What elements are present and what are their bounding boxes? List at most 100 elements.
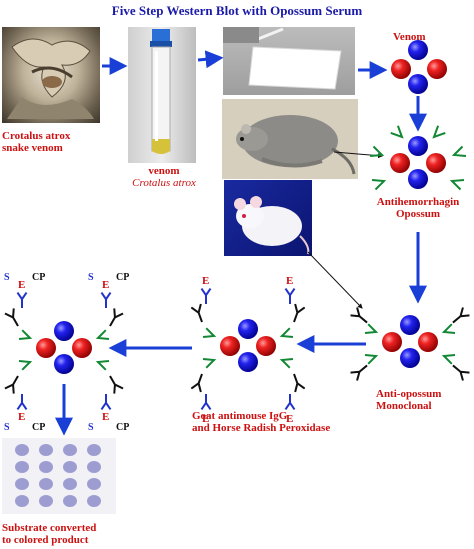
mouse-illustration — [234, 196, 310, 255]
enzyme-label: E — [102, 279, 109, 291]
black-antibody — [452, 307, 470, 324]
green-antibody — [432, 125, 446, 139]
blot-result-photo — [2, 438, 116, 514]
antihemorrhagin-label-line2: Opossum — [395, 208, 441, 220]
blot-dot — [39, 461, 53, 473]
black-antibody — [293, 373, 306, 393]
snake-venom-label: Crotalus atrox snake venom — [2, 130, 70, 154]
blot-dot — [63, 444, 77, 456]
red-sphere — [426, 153, 446, 173]
green-antibody — [95, 329, 110, 340]
blue-sphere — [238, 352, 258, 372]
enzyme-label: E — [202, 413, 209, 425]
black-antibody — [293, 303, 306, 323]
blue-sphere — [54, 354, 74, 374]
green-antibody — [95, 360, 110, 371]
green-antibody — [18, 360, 33, 371]
colored-product-label: CP — [32, 272, 45, 283]
green-antibody — [202, 358, 217, 369]
colored-product-label: CP — [32, 422, 45, 433]
antiopossum-cluster — [350, 307, 470, 381]
green-antibody — [364, 323, 379, 334]
blue-antibody — [200, 394, 212, 410]
green-antibody — [441, 323, 456, 334]
antihemorrhagin-cluster — [369, 125, 467, 191]
red-sphere — [36, 338, 56, 358]
blue-sphere — [408, 40, 428, 60]
red-sphere — [391, 59, 411, 79]
substrate-label: S — [4, 272, 10, 283]
blot-dot — [87, 478, 101, 490]
blue-sphere — [408, 169, 428, 189]
tube-label-line2: Crotalus atrox — [132, 177, 196, 189]
red-sphere — [382, 332, 402, 352]
antiopossum-label-line1: Anti-opossum — [376, 388, 442, 400]
blue-sphere — [400, 315, 420, 335]
green-antibody — [18, 329, 33, 340]
green-antibody — [279, 358, 294, 369]
blue-antibody — [16, 292, 28, 308]
black-antibody — [190, 373, 203, 393]
antihemorrhagin-label: Antihemorrhagin Opossum — [370, 196, 466, 220]
goat-label-line2: and Horse Radish Peroxidase — [192, 422, 331, 434]
red-sphere — [418, 332, 438, 352]
venom-label: Venom — [393, 31, 426, 43]
green-antibody — [364, 354, 379, 365]
black-antibody — [4, 375, 19, 394]
enzyme-label: E — [202, 275, 209, 287]
colored-product-label: CP — [116, 422, 129, 433]
antihemorrhagin-label-line1: Antihemorrhagin — [376, 196, 460, 208]
blot-dot — [15, 495, 29, 507]
colored-product-label: CP — [116, 272, 129, 283]
opossum-photo — [222, 99, 358, 179]
blue-antibody — [200, 288, 212, 304]
substrate-label: Substrate converted to colored product — [2, 522, 96, 546]
blue-sphere — [408, 136, 428, 156]
blue-sphere — [238, 319, 258, 339]
green-antibody — [390, 125, 404, 139]
blot-dot — [87, 461, 101, 473]
enzyme-label: E — [286, 413, 293, 425]
red-sphere — [220, 336, 240, 356]
blot-dot — [15, 444, 29, 456]
blot-dot — [39, 495, 53, 507]
black-antibody — [109, 375, 124, 394]
test-tube-illustration — [150, 29, 172, 154]
substrate-label: S — [4, 422, 10, 433]
mouse-photo — [224, 180, 312, 256]
green-antibody — [279, 327, 294, 338]
blot-dot — [63, 461, 77, 473]
blue-sphere — [400, 348, 420, 368]
snake-label-line2: snake venom — [2, 142, 63, 154]
black-antibody — [190, 303, 203, 323]
opossum-illustration — [222, 99, 358, 179]
membrane-photo — [223, 27, 355, 95]
snake-photo — [2, 27, 100, 123]
black-antibody — [350, 364, 368, 381]
antiopossum-label-line2: Monoclonal — [376, 400, 432, 412]
black-antibody — [4, 308, 19, 327]
enzyme-label: E — [18, 411, 25, 423]
blue-antibody — [16, 394, 28, 410]
blot-dot — [87, 444, 101, 456]
black-antibody — [109, 308, 124, 327]
blue-sphere — [54, 321, 74, 341]
blot-dots — [15, 444, 101, 507]
green-antibody — [369, 145, 385, 158]
antiopossum-label: Anti-opossum Monoclonal — [376, 388, 441, 412]
goat-label: Goat antimouse IgG and Horse Radish Pero… — [192, 410, 330, 434]
red-sphere — [390, 153, 410, 173]
blue-antibody — [284, 394, 296, 410]
enzyme-label: E — [18, 279, 25, 291]
substrate-label: S — [88, 272, 94, 283]
blot-dot — [39, 444, 53, 456]
arrow-tube-to-membrane — [197, 50, 224, 69]
blot-dot — [63, 478, 77, 490]
blot-dot — [87, 495, 101, 507]
page-title: Five Step Western Blot with Opossum Seru… — [111, 3, 363, 18]
blue-antibody — [284, 288, 296, 304]
substrate-label-line2: to colored product — [2, 534, 89, 546]
blot-dot — [15, 461, 29, 473]
